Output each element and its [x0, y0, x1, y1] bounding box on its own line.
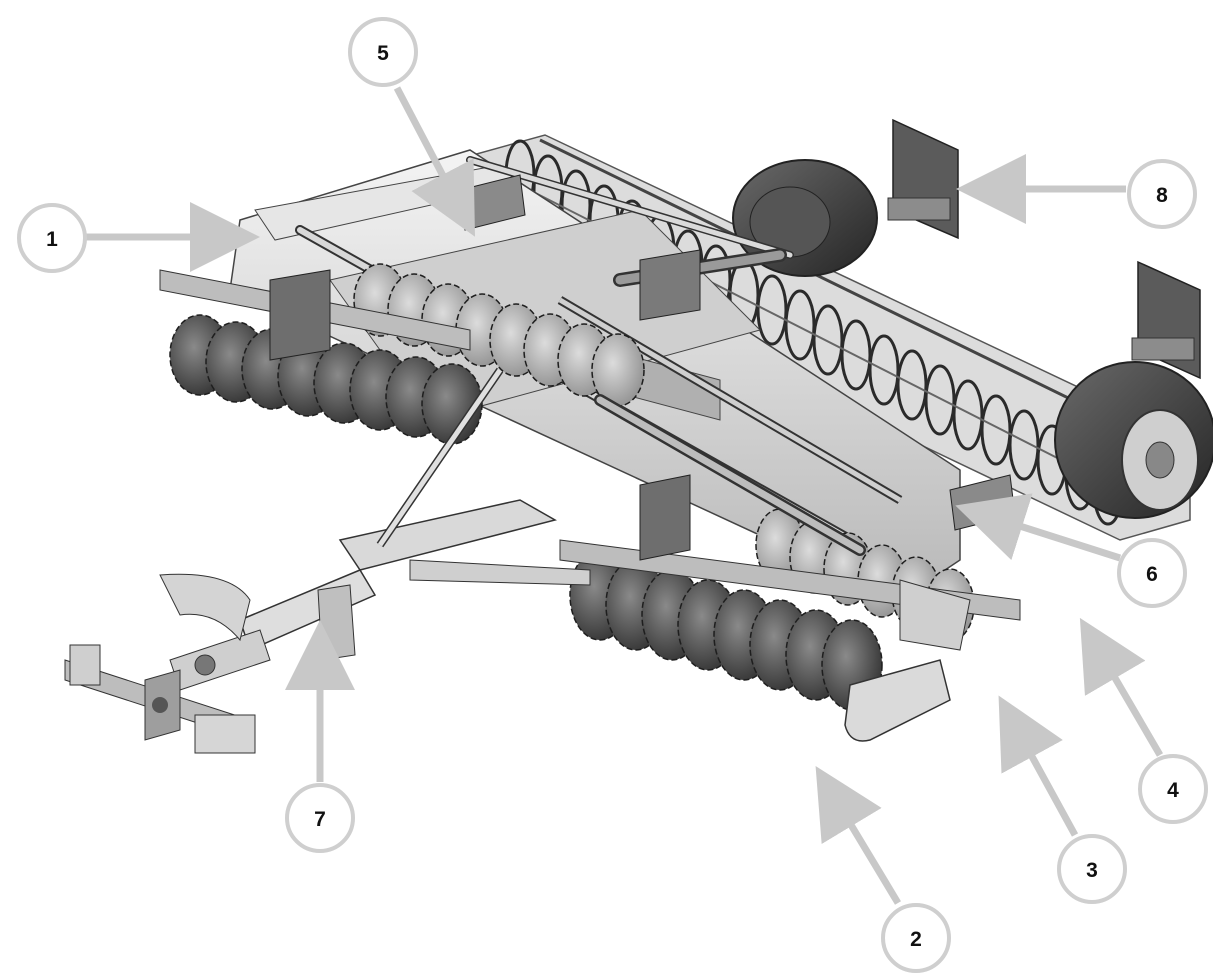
side-deflector — [844, 579, 971, 742]
callout-8: 8 — [1127, 159, 1197, 229]
callout-label-4: 4 — [1167, 779, 1179, 802]
rear-light-boards — [887, 118, 1201, 380]
callout-5: 5 — [348, 17, 418, 87]
callout-arrows — [85, 86, 1164, 905]
callout-label-2: 2 — [910, 928, 922, 951]
callout-label-8: 8 — [1156, 184, 1168, 207]
callout-2: 2 — [881, 903, 951, 973]
drawbar-hitch — [64, 367, 591, 754]
callout-label-7: 7 — [314, 808, 326, 831]
machine-illustration — [64, 118, 1213, 754]
callout-4: 4 — [1138, 754, 1208, 824]
callout-6: 6 — [1117, 538, 1187, 608]
callout-label-6: 6 — [1146, 563, 1158, 586]
front-disc-gang — [169, 314, 883, 711]
callout-7: 7 — [285, 783, 355, 853]
callout-3: 3 — [1057, 834, 1127, 904]
callout-arrow-3 — [998, 695, 1079, 837]
callouts: 1 2 3 4 5 6 7 8 — [17, 17, 1208, 973]
callout-1: 1 — [17, 203, 87, 273]
callout-arrow-2 — [815, 766, 901, 905]
callout-label-3: 3 — [1086, 859, 1098, 882]
callout-label-1: 1 — [46, 228, 58, 251]
callout-arrow-5 — [393, 86, 475, 237]
callout-label-5: 5 — [377, 42, 389, 65]
callout-arrow-4 — [1079, 617, 1164, 757]
callout-arrow-6 — [955, 493, 1122, 562]
